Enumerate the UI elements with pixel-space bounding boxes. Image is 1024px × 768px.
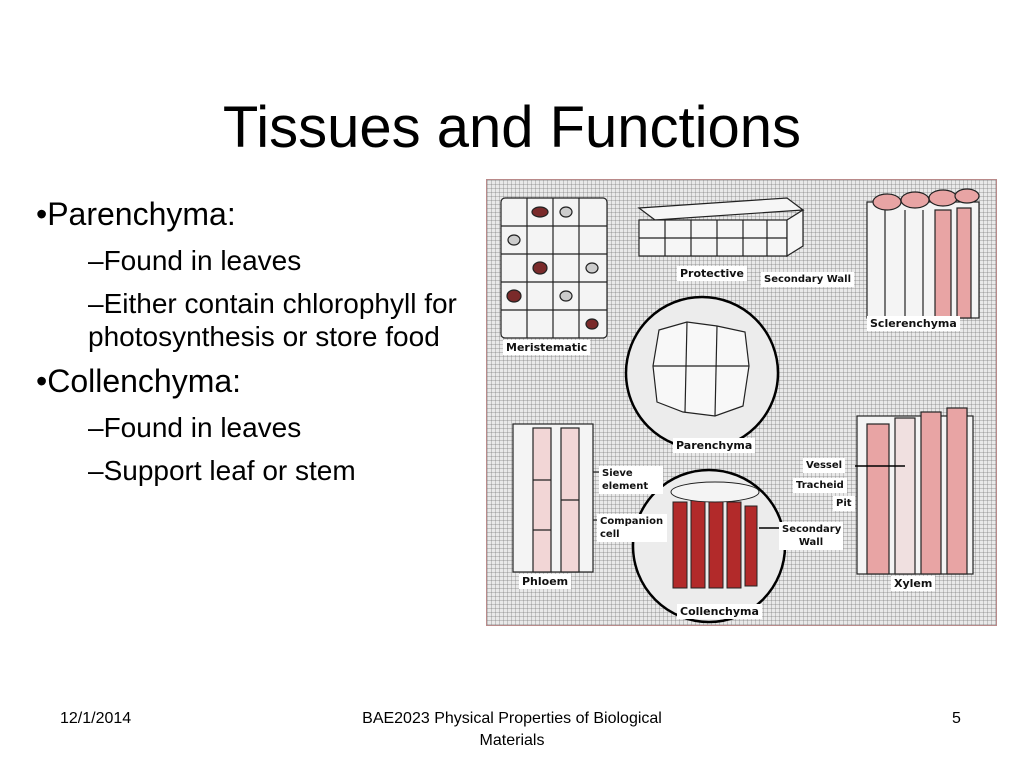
xylem-illustration [855,407,974,575]
label-sieve-element: Sieve element [599,466,663,494]
footer-date: 12/1/2014 [60,710,132,727]
label-phloem: Phloem [519,574,572,589]
label-parenchyma: Parenchyma [673,438,756,453]
meristematic-illustration [500,197,608,339]
parenchyma-illustration [624,295,780,451]
label-protective: Protective [677,266,747,281]
label-sclerenchyma: Sclerenchyma [867,316,960,331]
sub-bullet-collenchyma-1: –Found in leaves [88,412,302,443]
label-meristematic: Meristematic [503,340,591,355]
tissue-illustration [500,188,980,624]
phloem-illustration [512,423,601,573]
sclerenchyma-illustration [866,188,980,319]
label-tracheid: Tracheid [793,478,847,493]
bullet-parenchyma: •Parenchyma: [36,196,236,232]
footer-course-title: BAE2023 Physical Properties of Biologica… [362,710,662,749]
sub-bullet-collenchyma-2: –Support leaf or stem [88,455,356,486]
bullet-list: •Parenchyma: –Found in leaves –Either co… [36,196,466,499]
bullet-collenchyma: •Collenchyma: [36,363,242,399]
label-secondary-wall-bottom: Secondary Wall [779,522,843,550]
label-companion-cell: Companion cell [597,514,667,542]
plant-tissues-figure: Meristematic Protective Secondary Wall S… [486,179,997,626]
label-vessel: Vessel [803,458,846,473]
label-secondary-wall-top: Secondary Wall [761,272,855,287]
label-xylem: Xylem [891,576,936,591]
protective-illustration [637,197,805,258]
slide-title: Tissues and Functions [222,95,802,160]
slide-number: 5 [952,710,961,727]
sub-bullet-parenchyma-1: –Found in leaves [88,245,302,276]
collenchyma-illustration [631,468,787,624]
sub-bullet-parenchyma-2: –Either contain chlorophyll for photosyn… [88,288,457,352]
label-pit: Pit [833,496,855,511]
label-collenchyma: Collenchyma [677,604,762,619]
